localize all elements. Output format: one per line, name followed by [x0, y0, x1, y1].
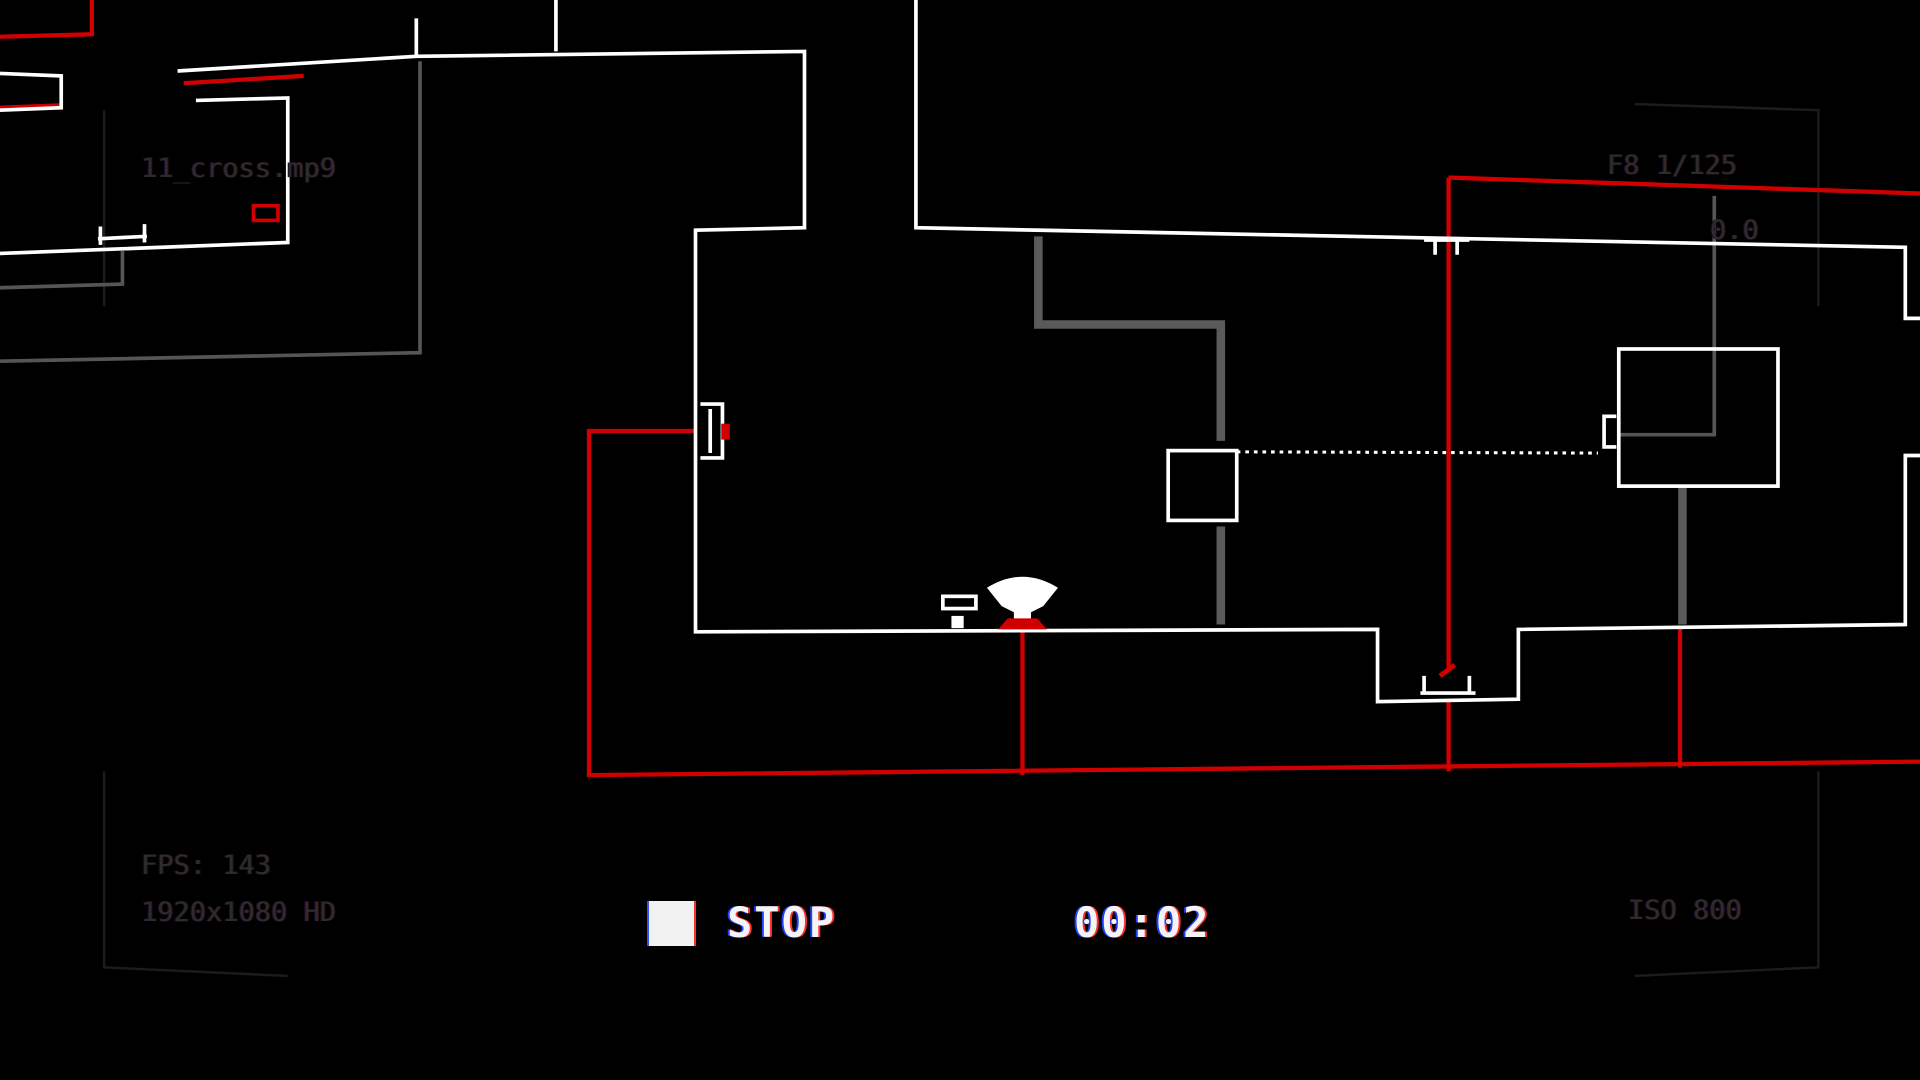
viewfinder-corners	[102, 102, 1820, 978]
background-walls	[0, 61, 1717, 437]
exposure-label: 0.0	[1710, 215, 1759, 246]
pipes	[1034, 236, 1687, 625]
filename-label: 11_cross.mp9	[141, 153, 337, 184]
laser-beam	[1236, 450, 1598, 455]
iso-label: ISO 800	[1628, 895, 1742, 926]
player-character	[986, 576, 1058, 630]
resolution-label: 1920x1080 HD	[141, 897, 337, 928]
switches	[97, 224, 1617, 695]
stop-square-icon	[649, 901, 694, 946]
walls	[0, 0, 1920, 704]
record-timer: 00:02	[1074, 898, 1211, 947]
switch-indicator	[721, 423, 730, 440]
fps-label: FPS: 143	[141, 850, 272, 881]
terminal-icon	[251, 203, 280, 223]
wires	[0, 0, 1920, 778]
camera-drone	[941, 594, 978, 629]
lever-icon	[1438, 662, 1457, 678]
aperture-shutter-label: F8 1/125	[1607, 150, 1738, 181]
record-status: STOP	[727, 898, 837, 947]
